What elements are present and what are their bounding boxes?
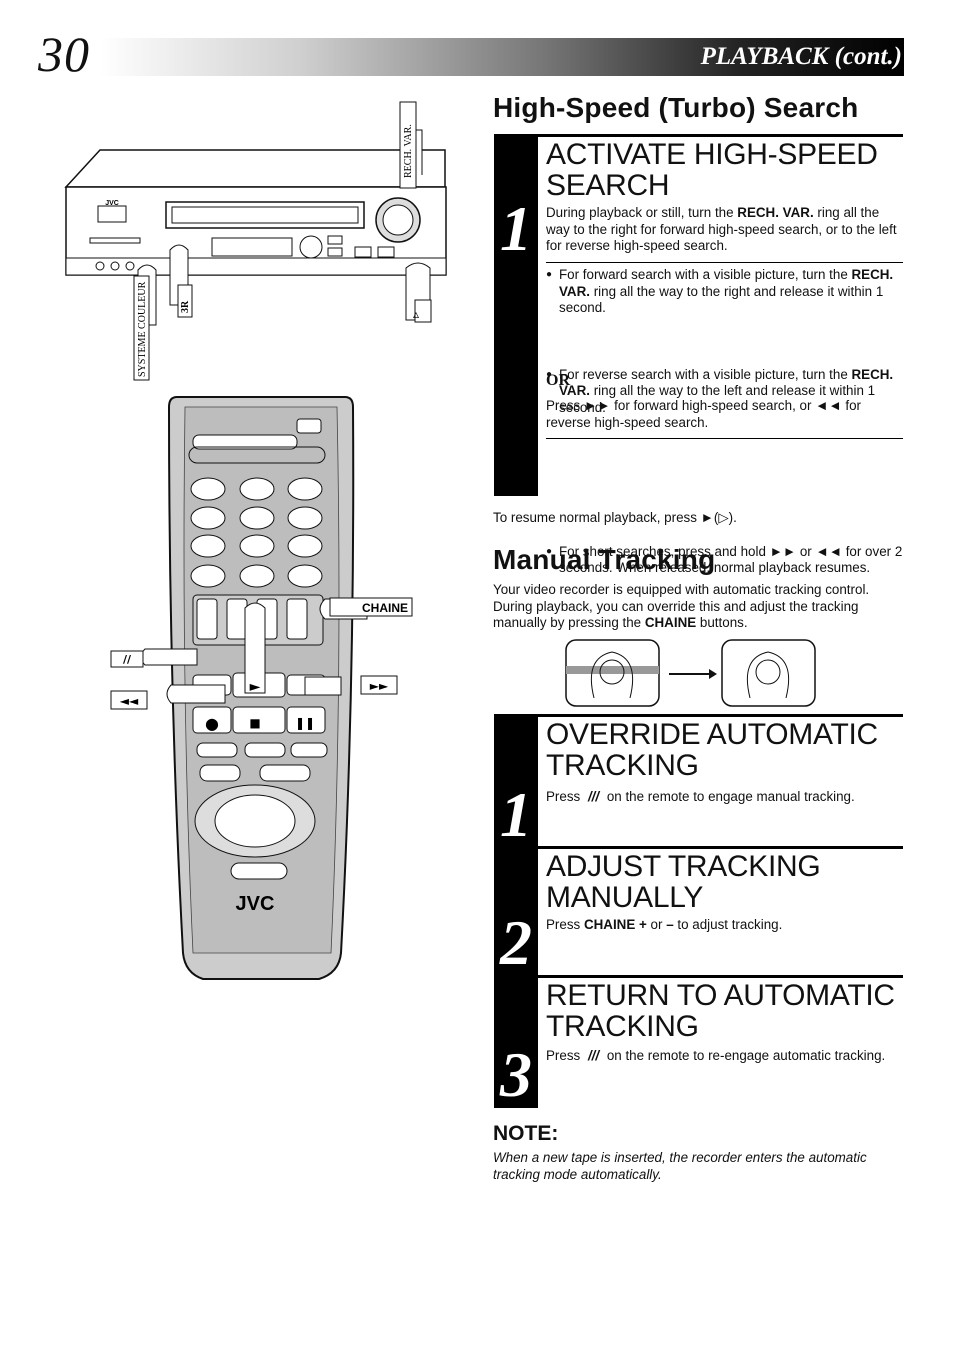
svg-text:►►: ►► xyxy=(370,679,389,693)
tracking-icon: /// xyxy=(587,1048,600,1063)
rech-var-label: RECH. VAR. xyxy=(403,124,414,178)
bullet-forward: For forward search with a visible pictur… xyxy=(546,267,903,317)
high-speed-title: High-Speed (Turbo) Search xyxy=(493,92,859,123)
step-title-return: RETURN TO AUTOMATIC TRACKING xyxy=(546,979,895,1043)
step-rule xyxy=(538,714,903,717)
step-bar-return: 3 xyxy=(494,974,538,1110)
svg-text:◄◄: ◄◄ xyxy=(120,694,139,708)
svg-text:❚❚: ❚❚ xyxy=(295,716,315,730)
svg-text:►: ► xyxy=(250,679,261,695)
divider xyxy=(546,438,903,439)
note-label: NOTE: xyxy=(493,1122,559,1145)
page-number: 30 xyxy=(38,26,90,82)
manual-tracking-intro: Your video recorder is equipped with aut… xyxy=(493,582,870,631)
tracking-illustration xyxy=(565,639,816,707)
step-rule xyxy=(538,846,903,849)
svg-text://: // xyxy=(123,653,132,666)
press-text: Press ►► for forward high-speed search, … xyxy=(546,398,861,430)
or-label: OR xyxy=(546,372,570,389)
vcr-brand-label: JVC xyxy=(105,200,119,207)
chaine-label: CHAINE xyxy=(362,601,408,615)
step-title-override: OVERRIDE AUTOMATIC TRACKING xyxy=(546,718,878,782)
step-title-adjust: ADJUST TRACKING MANUALLY xyxy=(546,850,821,914)
step-bar-override: 1 xyxy=(494,714,538,850)
step-bar-activate: 1 xyxy=(494,134,538,496)
override-text: Press /// on the remote to engage manual… xyxy=(546,789,855,804)
bullet-reverse: For reverse search with a visible pictur… xyxy=(546,367,903,417)
note-text: When a new tape is inserted, the recorde… xyxy=(493,1150,867,1182)
section-title-header: PLAYBACK (cont.) xyxy=(700,43,902,70)
step-title-activate: ACTIVATE HIGH-SPEED SEARCH xyxy=(546,138,878,202)
svg-text:▵: ▵ xyxy=(413,307,419,321)
step1-intro: During playback or still, turn the RECH.… xyxy=(546,205,897,254)
step-bar-adjust: 2 xyxy=(494,844,538,978)
step-number: 1 xyxy=(500,193,532,264)
systeme-couleur-label: SYSTEME COULEUR xyxy=(137,281,148,377)
tracking-icon: /// xyxy=(587,789,600,804)
manual-tracking-title: Manual Tracking xyxy=(493,544,716,575)
svg-text:●: ● xyxy=(205,714,219,733)
header-bar xyxy=(100,38,904,76)
step-rule xyxy=(538,975,903,978)
remote-illustration: CHAINE // ◄◄ ►► ► ● ■ ❚❚ JVC xyxy=(110,396,413,980)
return-text: Press /// on the remote to re-engage aut… xyxy=(546,1048,886,1063)
remote-brand-label: JVC xyxy=(236,893,275,915)
adjust-text: Press CHAINE + or – to adjust tracking. xyxy=(546,917,783,932)
divider xyxy=(546,262,903,263)
vcr-illustration: ▵ JVC RECH. VAR. SYSTEME COULEUR 3R xyxy=(64,101,447,381)
resume-note: To resume normal playback, press ►(▷). xyxy=(493,510,737,525)
step-rule xyxy=(538,134,903,137)
bullet-short-search: For short searches, press and hold ►► or… xyxy=(546,544,903,577)
svg-text:■: ■ xyxy=(249,716,260,730)
three-r-label: 3R xyxy=(180,300,191,313)
